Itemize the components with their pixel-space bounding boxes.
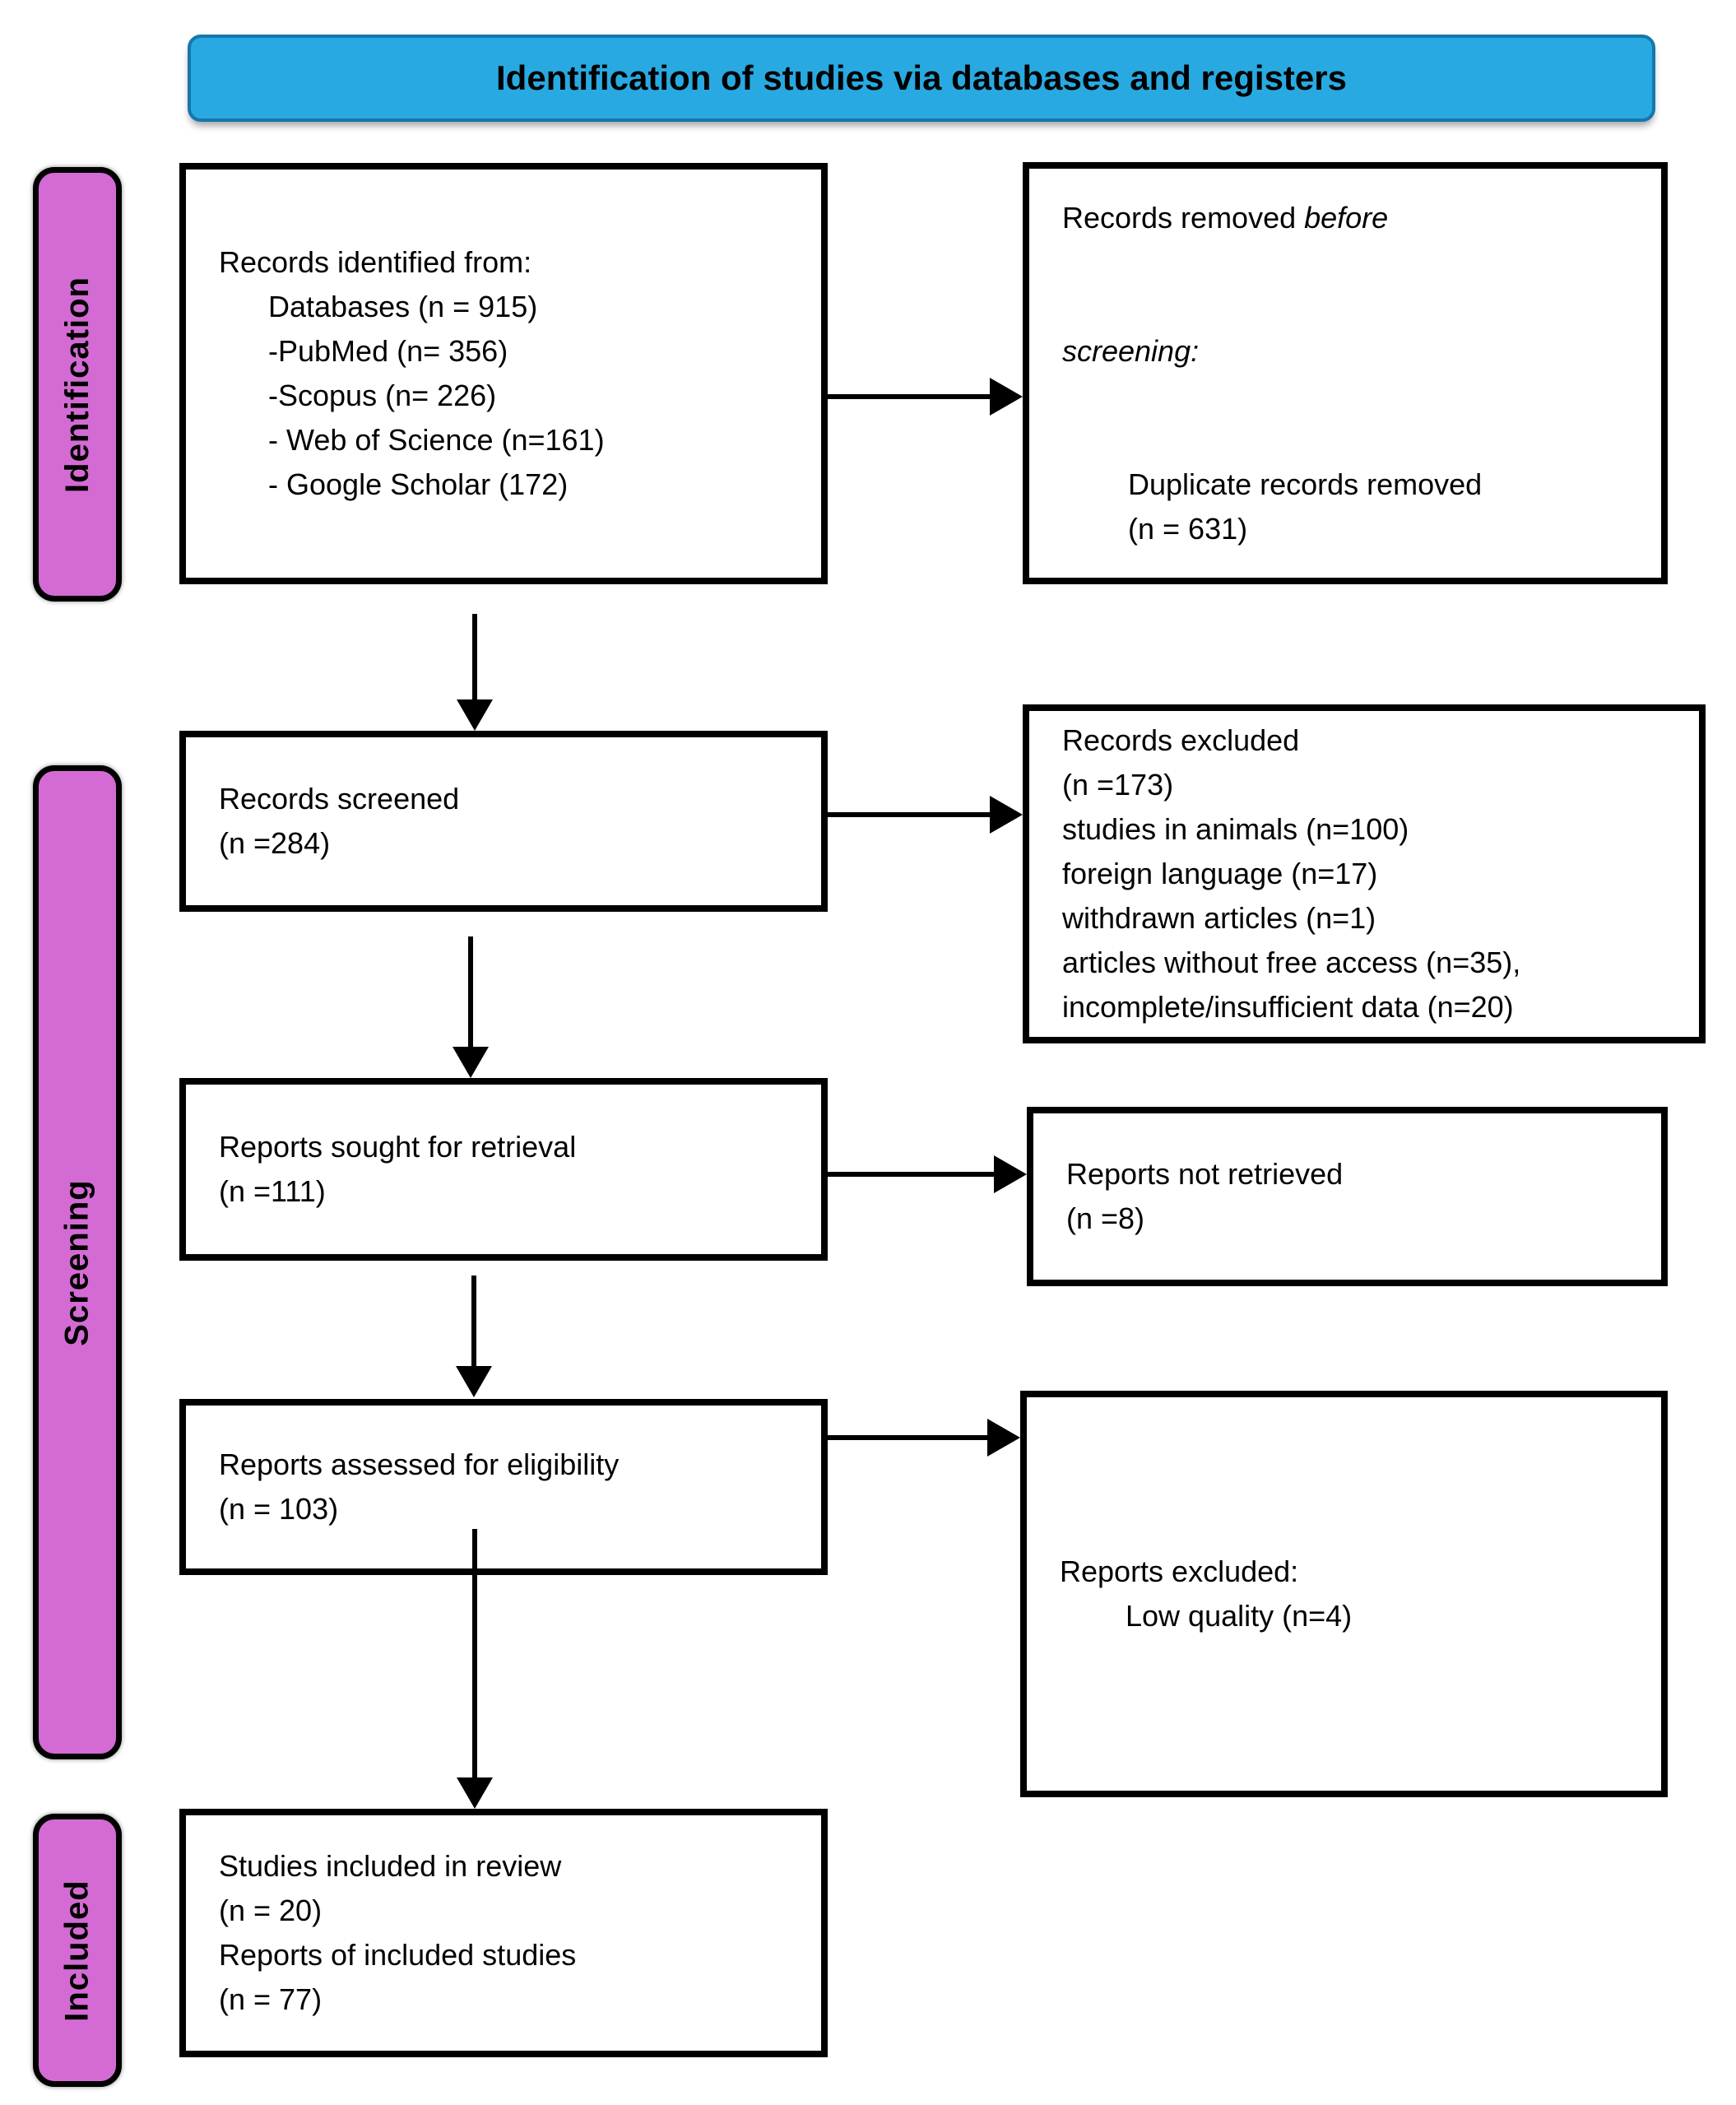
box-records-excluded-text: Records excluded (n =173) studies in ani…: [1062, 723, 1521, 1024]
box-records-screened: Records screened (n =284): [179, 731, 828, 912]
arrow-head-right-icon: [990, 796, 1023, 834]
arrow-shaft: [827, 1172, 997, 1177]
stage-label-screening: Screening: [33, 765, 122, 1759]
box-reports-not-retrieved-text: Reports not retrieved (n =8): [1066, 1157, 1344, 1235]
records-removed-line2: screening:: [1062, 329, 1482, 374]
records-removed-line1: Records removed before: [1062, 196, 1482, 240]
stage-label-included: Included: [33, 1814, 122, 2087]
box-records-removed-text: Records removed before screening: Duplic…: [1029, 107, 1493, 640]
arrow-identified-to-screened: [457, 614, 493, 731]
records-removed-detail: Duplicate records removed (n = 631): [1128, 467, 1483, 546]
box-reports-excluded: Reports excluded: Low quality (n=4): [1020, 1391, 1668, 1797]
arrow-screened-to-excluded: [827, 795, 1023, 834]
records-removed-line1-regular: Records removed: [1062, 200, 1305, 235]
arrow-shaft: [827, 1435, 991, 1440]
arrow-head-right-icon: [987, 1419, 1020, 1457]
box-reports-sought: Reports sought for retrieval (n =111): [179, 1078, 828, 1261]
arrow-head-down-icon: [457, 699, 493, 731]
arrow-shaft: [468, 936, 473, 1052]
arrow-screened-to-sought: [453, 936, 489, 1078]
box-reports-assessed-text: Reports assessed for eligibility (n = 10…: [219, 1447, 620, 1526]
arrow-shaft: [471, 1276, 476, 1371]
arrow-shaft: [472, 614, 477, 704]
stage-label-identification: Identification: [33, 167, 122, 602]
box-reports-excluded-text: Reports excluded: Low quality (n=4): [1060, 1554, 1353, 1633]
arrow-head-right-icon: [990, 378, 1023, 416]
box-records-identified: Records identified from: Databases (n = …: [179, 163, 828, 584]
stage-label-screening-text: Screening: [58, 1178, 95, 1346]
arrow-head-right-icon: [994, 1155, 1027, 1193]
arrow-shaft: [827, 394, 993, 399]
stage-label-included-text: Included: [58, 1879, 95, 2022]
arrow-sought-to-assessed: [456, 1276, 492, 1397]
records-removed-line2-italic: screening:: [1062, 333, 1200, 368]
arrow-assessed-to-included: [457, 1529, 493, 1809]
box-reports-not-retrieved: Reports not retrieved (n =8): [1027, 1107, 1668, 1286]
arrow-assessed-to-reports-excluded: [827, 1418, 1020, 1457]
diagram-title-banner: Identification of studies via databases …: [188, 35, 1655, 122]
diagram-title: Identification of studies via databases …: [496, 58, 1347, 97]
box-studies-included-text: Studies included in review (n = 20) Repo…: [219, 1849, 577, 2016]
arrow-head-down-icon: [453, 1047, 489, 1078]
box-records-removed: Records removed before screening: Duplic…: [1023, 162, 1668, 584]
box-records-screened-text: Records screened (n =284): [219, 782, 460, 860]
box-reports-assessed: Reports assessed for eligibility (n = 10…: [179, 1399, 828, 1575]
arrow-sought-to-not-retrieved: [827, 1155, 1027, 1194]
box-reports-sought-text: Reports sought for retrieval (n =111): [219, 1130, 577, 1208]
arrow-head-down-icon: [456, 1366, 492, 1397]
stage-label-identification-text: Identification: [58, 276, 95, 493]
box-records-excluded: Records excluded (n =173) studies in ani…: [1023, 704, 1706, 1043]
arrow-identified-to-removed: [827, 377, 1023, 416]
arrow-shaft: [472, 1529, 477, 1782]
box-records-identified-text: Records identified from: Databases (n = …: [219, 245, 605, 501]
records-removed-line1-italic: before: [1304, 200, 1389, 235]
arrow-head-down-icon: [457, 1777, 493, 1809]
box-studies-included: Studies included in review (n = 20) Repo…: [179, 1809, 828, 2057]
arrow-shaft: [827, 812, 993, 817]
